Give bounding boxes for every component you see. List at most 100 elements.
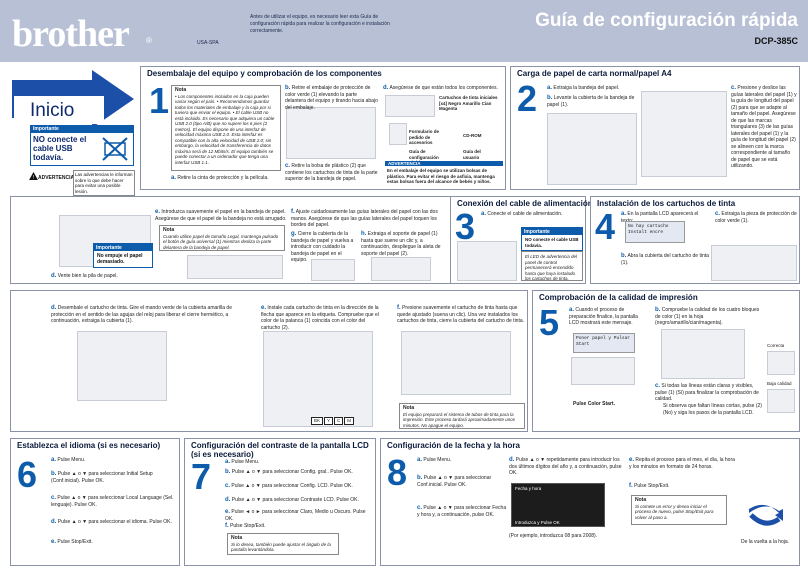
printer-unpack-illustration <box>286 107 376 159</box>
power-cord-illustration <box>457 241 517 281</box>
section-4b-panel: d. Desembale el cartucho de tinta. Gire … <box>10 290 528 432</box>
section-8-step-d: d. Pulse ▲ o ▼ repetidamente para introd… <box>509 457 622 476</box>
advert-text: Las advertencias le informan sobre lo qu… <box>73 170 135 196</box>
turn-page-text: De la vuelta a la hoja. <box>741 539 790 545</box>
warning-icon: ! <box>29 172 38 180</box>
start-title-bg <box>14 96 104 124</box>
section-5-step-c2: Si observa que faltan líneas cortas, pul… <box>663 403 762 416</box>
section-6-number: 6 <box>17 454 38 495</box>
section-8-step-d-text: Pulse ▲ o ▼ repetidamente para introduci… <box>509 457 622 476</box>
section-8-lcd-title: Fecha y hora <box>515 486 542 491</box>
component-cd: CD-ROM <box>463 133 482 138</box>
cartridge-press-illustration <box>401 331 511 395</box>
advert-label: ADVERTENCIA <box>38 175 75 181</box>
section-4-lcd: No hay cartucho Instalt encre <box>625 221 685 243</box>
section-1b-note-head: Nota <box>163 227 175 233</box>
cartridge-cover-illustration <box>711 245 797 281</box>
section-1b-note-text: Cuando utilice papel de tamaño Legal, ma… <box>163 233 279 250</box>
section-7-step-d: d. Pulse ▲ o ▼ para seleccionar Contrast… <box>225 497 359 503</box>
section-1b-note: Nota Cuando utilice papel de tamaño Lega… <box>159 225 285 251</box>
section-4b-note: Nota El equipo preparará el sistema de t… <box>399 403 525 429</box>
section-6-step-d-text: Pulse ▲ o ▼ para seleccionar el idioma. … <box>57 519 172 525</box>
section-4-step-c-text: Extraiga la pieza de protección de color… <box>715 211 797 224</box>
section-1b-step-g-text: Cierre la cubierta de la bandeja de pape… <box>291 231 354 263</box>
intro-note: Antes de utilizar el equipo, es necesari… <box>250 14 390 34</box>
section-2-title: Carga de papel de carta normal/papel A4 <box>517 69 672 78</box>
section-6-step-e: e. Pulse Stop/Exit. <box>51 539 93 545</box>
section-3-important-text: NO conecte el cable USB todavía. <box>521 234 583 251</box>
section-5-step-a2: Pulse Color Start. <box>573 401 615 407</box>
section-3-step-a: a. Conecte el cable de alimentación. <box>481 211 563 217</box>
section-8-step-c: c. Pulse ▲ o ▼ para seleccionar Fecha y … <box>417 505 507 518</box>
section-4-step-b-text: Abra la cubierta del cartucho de tinta (… <box>621 253 709 266</box>
section-5-step-b-text: Compruebe la calidad de los cuatro bloqu… <box>655 307 760 326</box>
section-5-lcd: Poner papel y Pulsar Start <box>573 333 635 353</box>
section-3-panel: Conexión del cable de alimentación 3 a. … <box>450 196 593 284</box>
section-7-step-a-text: Pulse Menu. <box>231 459 260 465</box>
section-8-step-b-text: Pulse ▲ o ▼ para seleccionar Conf.inicia… <box>417 475 492 488</box>
svg-text:!: ! <box>33 175 34 180</box>
section-4-number: 4 <box>595 206 616 247</box>
section-3-note: El LED de advertencia del panel de contr… <box>521 251 583 281</box>
section-1b-step-e: e. Introduzca suavemente el papel en la … <box>155 209 287 222</box>
turn-page-arrow-icon <box>749 504 783 526</box>
section-8-lcd: Fecha y hora Introduzca y Pulse OK <box>511 483 605 527</box>
test-sheet-illustration <box>661 329 745 379</box>
component-order-form: Formulario de pedido de accesorios <box>409 129 440 145</box>
good-sample-icon <box>767 351 795 375</box>
section-4-panel: Instalación de los cartuchos de tinta 4 … <box>590 196 800 284</box>
section-7-note: Nota Si lo desea, también puede ajustar … <box>227 533 339 555</box>
slot-c: C <box>334 417 344 425</box>
section-1-step-c-text: Retire la bolsa de plástico (2) que cont… <box>285 163 378 182</box>
section-2-step-c-text: Presione y deslice las guías laterales d… <box>731 85 797 169</box>
section-4b-step-d: d. Desembale el cartucho de tinta. Gire … <box>51 305 232 324</box>
section-6-title: Establezca el idioma (si es necesario) <box>17 441 161 450</box>
section-4b-note-text: El equipo preparará el sistema de tubos … <box>403 411 516 428</box>
control-panel-illustration <box>571 357 635 385</box>
paper-guide-illustration <box>641 91 727 177</box>
cartridge-unpack-illustration <box>77 331 167 401</box>
section-7-step-f-text: Pulse Stop/Exit. <box>230 523 266 529</box>
section-1-warning-text: En el embalaje del equipo se utilizan bo… <box>387 168 495 184</box>
start-title: Inicio <box>30 100 75 121</box>
paper-insert-illustration <box>187 255 283 279</box>
section-1-note: Nota • Los componentes incluidos en la c… <box>171 85 281 171</box>
section-1b-step-f-text: Ajuste cuidadosamente las guías laterale… <box>291 209 438 228</box>
section-1b-step-f: f. Ajuste cuidadosamente las guías later… <box>291 209 438 228</box>
tray-close-illustration <box>311 259 355 281</box>
section-8-note: Nota Si comete un error y desea iniciar … <box>631 495 727 525</box>
section-8-title: Configuración de la fecha y la hora <box>387 441 520 450</box>
section-1b-important-label: Importante <box>93 243 153 253</box>
section-2-step-c: c. Presione y deslice las guías laterale… <box>731 85 797 169</box>
section-3-title: Conexión del cable de alimentación <box>457 199 593 208</box>
section-5-title: Comprobación de la calidad de impresión <box>539 293 698 302</box>
section-2-step-b: b. Levante la cubierta de la bandeja de … <box>547 95 635 108</box>
section-7-step-b: b. Pulse ▲ o ▼ para seleccionar Config. … <box>225 469 353 475</box>
slot-bk: BK <box>311 417 324 425</box>
cartridge-slots: BK Y C M <box>311 417 355 425</box>
section-2-step-b-text: Levante la cubierta de la bandeja de pap… <box>547 95 635 108</box>
section-6-step-a: a. Pulse Menu. <box>51 457 86 463</box>
section-2-step-a: a. Extraiga la bandeja del papel. <box>547 85 620 91</box>
section-1-step-b: b. Retire el embalaje de protección de c… <box>285 85 378 111</box>
section-8-step-c-text: Pulse ▲ o ▼ para seleccionar Fecha y hor… <box>417 505 507 518</box>
section-7-number: 7 <box>191 456 212 497</box>
section-3-step-a-text: Conecte el cable de alimentación. <box>487 211 563 217</box>
slot-y: Y <box>324 417 334 425</box>
section-6-step-d: d. Pulse ▲ o ▼ para seleccionar el idiom… <box>51 519 172 525</box>
section-1b-step-g: g. Cierre la cubierta de la bandeja de p… <box>291 231 354 263</box>
components-box-illustration <box>385 95 435 117</box>
bad-sample-icon <box>767 389 795 413</box>
section-4-step-a: a. En la pantalla LCD aparecerá el texto… <box>621 211 709 224</box>
section-1-panel: Desembalaje del equipo y comprobación de… <box>140 66 506 190</box>
section-2-number: 2 <box>517 78 538 119</box>
section-1b-step-d: d. Vente bien la pila de papel. <box>51 273 118 279</box>
section-4b-step-e: e. Instale cada cartucho de tinta en la … <box>261 305 379 331</box>
section-6-step-b: b. Pulse ▲ o ▼ para seleccionar Initial … <box>51 471 153 484</box>
section-7-step-c-text: Pulse ▲ o ▼ para seleccionar Config. LCD… <box>231 483 353 489</box>
component-user-guide: Guía del usuario <box>463 149 481 160</box>
section-4-step-c: c. Extraiga la pieza de protección de co… <box>715 211 797 224</box>
cartridge-install-illustration <box>263 331 373 427</box>
section-1-step-d-text: Asegúrese de que están todos los compone… <box>389 85 498 91</box>
section-6-step-b-text: Pulse ▲ o ▼ para seleccionar Initial Set… <box>51 471 153 484</box>
